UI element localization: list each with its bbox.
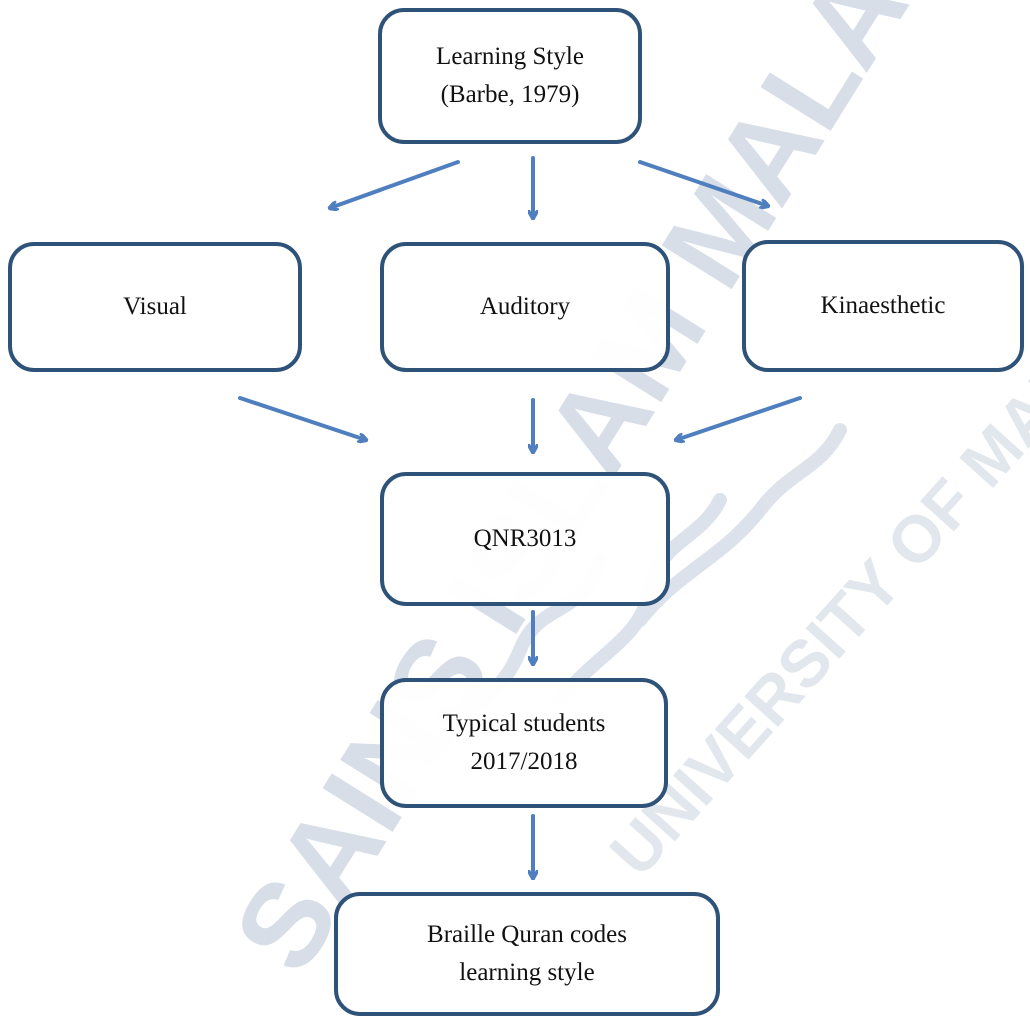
node-learning-style-label: Learning Style (Barbe, 1979) xyxy=(436,43,584,108)
node-qnr3013: QNR3013 xyxy=(380,472,670,606)
node-kinaesthetic-label: Kinaesthetic xyxy=(820,292,946,319)
node-typical-students-label: Typical students 2017/2018 xyxy=(442,710,606,775)
arrow-visual-to-qnr xyxy=(238,396,366,440)
node-visual: Visual xyxy=(8,242,302,372)
node-learning-style: Learning Style (Barbe, 1979) xyxy=(378,8,642,144)
node-kinaesthetic: Kinaesthetic xyxy=(742,240,1024,372)
node-auditory-label: Auditory xyxy=(479,293,571,320)
arrow-root-to-visual xyxy=(330,160,460,208)
node-visual-label: Visual xyxy=(123,293,187,320)
arrow-root-to-kinaesthetic xyxy=(638,160,768,206)
node-braille-quran: Braille Quran codes learning style xyxy=(334,892,720,1016)
node-auditory: Auditory xyxy=(380,242,670,372)
node-qnr3013-label: QNR3013 xyxy=(473,525,577,552)
node-braille-quran-label: Braille Quran codes learning style xyxy=(427,921,627,986)
arrow-kinaesthetic-to-qnr xyxy=(676,396,802,440)
node-typical-students: Typical students 2017/2018 xyxy=(380,678,668,808)
